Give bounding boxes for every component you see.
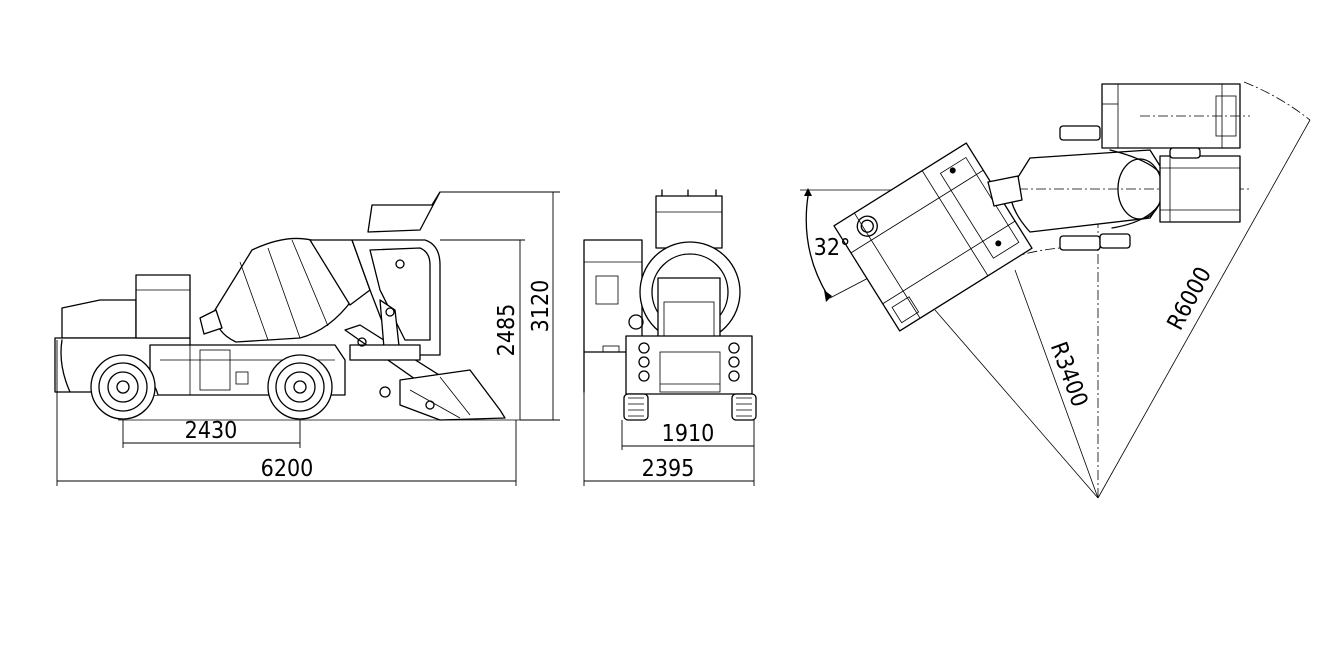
track-width-dimension: 1910 <box>662 421 715 447</box>
body-height-dimension: 2485 <box>494 304 520 357</box>
overall-height-dimension: 3120 <box>528 280 554 333</box>
wheelbase-dimension: 2430 <box>185 418 238 444</box>
rotated-cab <box>833 142 1033 332</box>
side-view: 2430 6200 2485 3120 <box>54 191 560 486</box>
loading-bucket <box>399 369 506 421</box>
rear-wheel <box>90 354 156 420</box>
front-wheel <box>267 354 333 420</box>
mixer-drum <box>214 237 353 343</box>
overall-length-dimension: 6200 <box>261 456 314 482</box>
rear-view: 1910 2395 <box>583 189 757 486</box>
top-view: 32° R3400 R6000 <box>800 81 1311 499</box>
overall-width-dimension: 2395 <box>642 456 695 482</box>
drum-top <box>1009 149 1173 233</box>
outer-radius-label: R6000 <box>1163 263 1217 334</box>
inner-radius-label: R3400 <box>1045 339 1092 411</box>
rotation-angle-label: 32° <box>814 235 851 261</box>
